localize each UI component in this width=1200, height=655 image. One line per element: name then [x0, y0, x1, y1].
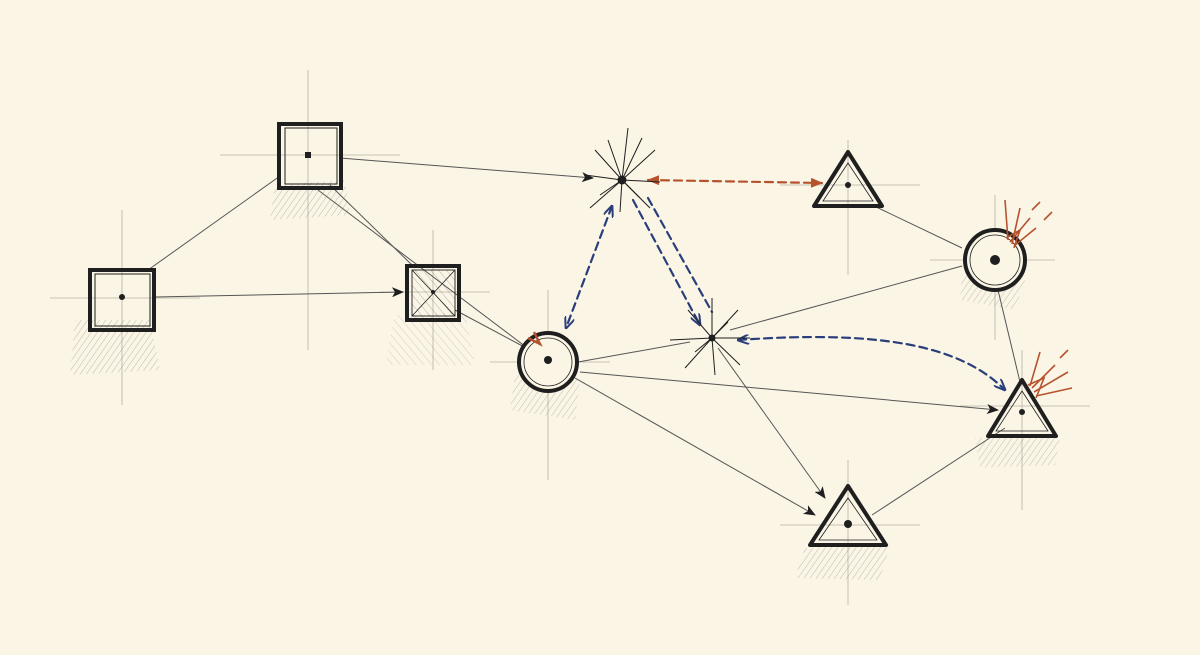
red-spark-accent	[1004, 199, 1053, 249]
edge-red-dashed-burst-a-triangle-a	[646, 175, 824, 188]
node-triangle-c	[795, 484, 890, 580]
edge-blue-dashed-burst-b-triangle-b	[738, 337, 1005, 390]
node-burst-a	[584, 127, 661, 213]
red-spark-accent	[1027, 349, 1073, 399]
edge-blue-dashed-burst-a-burst-b-1	[631, 198, 700, 325]
node-square-b	[270, 122, 350, 220]
edge-square-a-square-c	[154, 287, 404, 298]
node-burst-b	[669, 298, 750, 376]
edges-dashed	[566, 175, 1005, 390]
node-square-a	[70, 268, 160, 375]
edge-circle-a-triangle-c	[574, 377, 816, 516]
edges-thin	[147, 157, 1021, 516]
node-circle-a	[510, 331, 580, 420]
node-circle-b	[960, 199, 1053, 310]
edge-blue-dashed-burst-a-circle-a	[566, 206, 612, 328]
edge-burst-b-circle-b	[729, 265, 963, 331]
node-triangle-b	[975, 349, 1073, 468]
edge-square-a-square-b	[147, 175, 281, 271]
edge-square-c-circle-a	[454, 309, 531, 351]
node-triangle-a	[812, 150, 884, 208]
construction-lines	[50, 70, 1090, 605]
edge-triangle-a-circle-b	[871, 204, 963, 249]
edge-blue-dashed-burst-a-burst-b-2	[646, 196, 714, 314]
red-tick-accent	[527, 331, 543, 347]
edge-circle-a-triangle-b	[579, 371, 999, 414]
edge-circle-a-burst-b	[577, 341, 691, 363]
edge-burst-b-triangle-c	[717, 347, 826, 499]
edge-square-b-burst-a	[339, 157, 594, 183]
node-square-c	[385, 264, 475, 365]
